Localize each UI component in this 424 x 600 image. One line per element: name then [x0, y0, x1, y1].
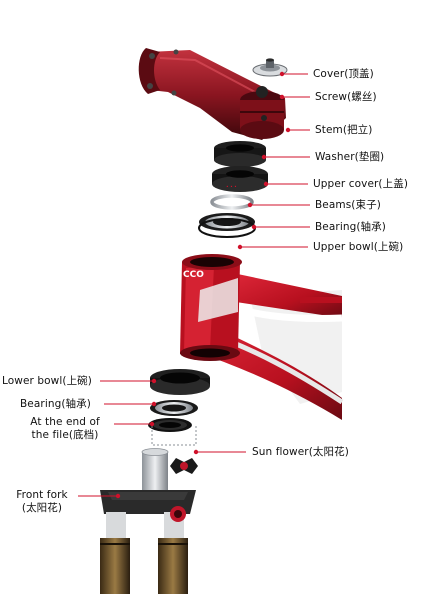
bearing-top-part	[198, 213, 256, 238]
label-front-fork: Front fork (太阳花)	[6, 489, 78, 515]
leader-lines	[78, 73, 310, 497]
washer-part	[214, 141, 266, 167]
label-upper-cover: Upper cover(上盖)	[313, 178, 409, 190]
label-end-of-file-line2: the file(底档)	[31, 429, 99, 441]
beams-part	[210, 194, 254, 210]
lower-bowl-part	[150, 369, 210, 395]
stem-part	[138, 48, 286, 140]
label-upper-bowl: Upper bowl(上碗)	[313, 241, 404, 253]
leader-dots	[115, 71, 291, 499]
cover-part	[252, 58, 288, 77]
upper-cover-part: • • •	[212, 166, 268, 192]
label-stem: Stem(把立)	[315, 124, 373, 136]
bike-frame	[180, 254, 344, 420]
upper-cover-logo: • • •	[226, 185, 237, 190]
label-end-of-file-line1: At the end of	[30, 416, 100, 428]
label-sun-flower: Sun flower(太阳花)	[252, 446, 349, 458]
dashed-guide	[151, 426, 197, 446]
label-front-fork-line2: (太阳花)	[21, 502, 63, 514]
label-cover: Cover(顶盖)	[313, 68, 374, 80]
frame-brand-top: CCO	[183, 270, 204, 280]
front-fork-part	[100, 448, 196, 594]
label-bearing-top: Bearing(轴承)	[315, 221, 386, 233]
label-beams: Beams(束子)	[315, 199, 381, 211]
frame-brand-side: CCO	[161, 336, 176, 357]
label-front-fork-line1: Front fork	[16, 489, 68, 501]
label-screw: Screw(螺丝)	[315, 91, 377, 103]
sun-flower-part	[170, 458, 198, 474]
label-washer: Washer(垫圈)	[315, 151, 385, 163]
label-end-of-file: At the end of the file(底档)	[16, 416, 114, 442]
crown-race-part	[148, 418, 192, 432]
label-lower-bowl: Lower bowl(上碗)	[2, 375, 92, 387]
label-bearing-bottom: Bearing(轴承)	[20, 398, 91, 410]
bearing-bottom-part	[150, 400, 198, 416]
